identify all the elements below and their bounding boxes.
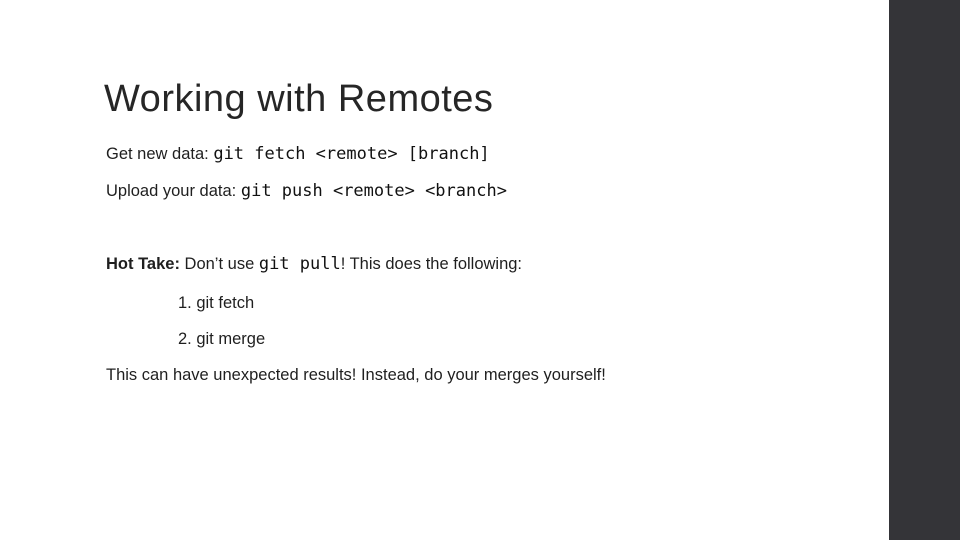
hot-take-after-code: ! This does the following: xyxy=(340,255,523,273)
upload-data-line: Upload your data: git push <remote> <bra… xyxy=(106,180,507,202)
step-item-2: 2. git merge xyxy=(178,330,266,348)
get-new-data-line: Get new data: git fetch <remote> [branch… xyxy=(106,143,490,165)
hot-take-line: Hot Take: Don’t use git pull! This does … xyxy=(106,253,522,275)
git-pull-command: git pull xyxy=(258,254,341,274)
git-push-command: git push <remote> <branch> xyxy=(240,181,507,201)
get-new-data-label: Get new data: xyxy=(106,145,214,163)
conclusion-line: This can have unexpected results! Instea… xyxy=(106,366,606,384)
hot-take-before-code: Don’t use xyxy=(179,255,259,273)
accent-bar xyxy=(889,0,960,540)
slide-title: Working with Remotes xyxy=(104,78,494,120)
git-fetch-command: git fetch <remote> [branch] xyxy=(213,144,490,164)
hot-take-lead: Hot Take: xyxy=(106,255,180,273)
upload-data-label: Upload your data: xyxy=(106,182,241,200)
step-item-1: 1. git fetch xyxy=(178,294,255,312)
